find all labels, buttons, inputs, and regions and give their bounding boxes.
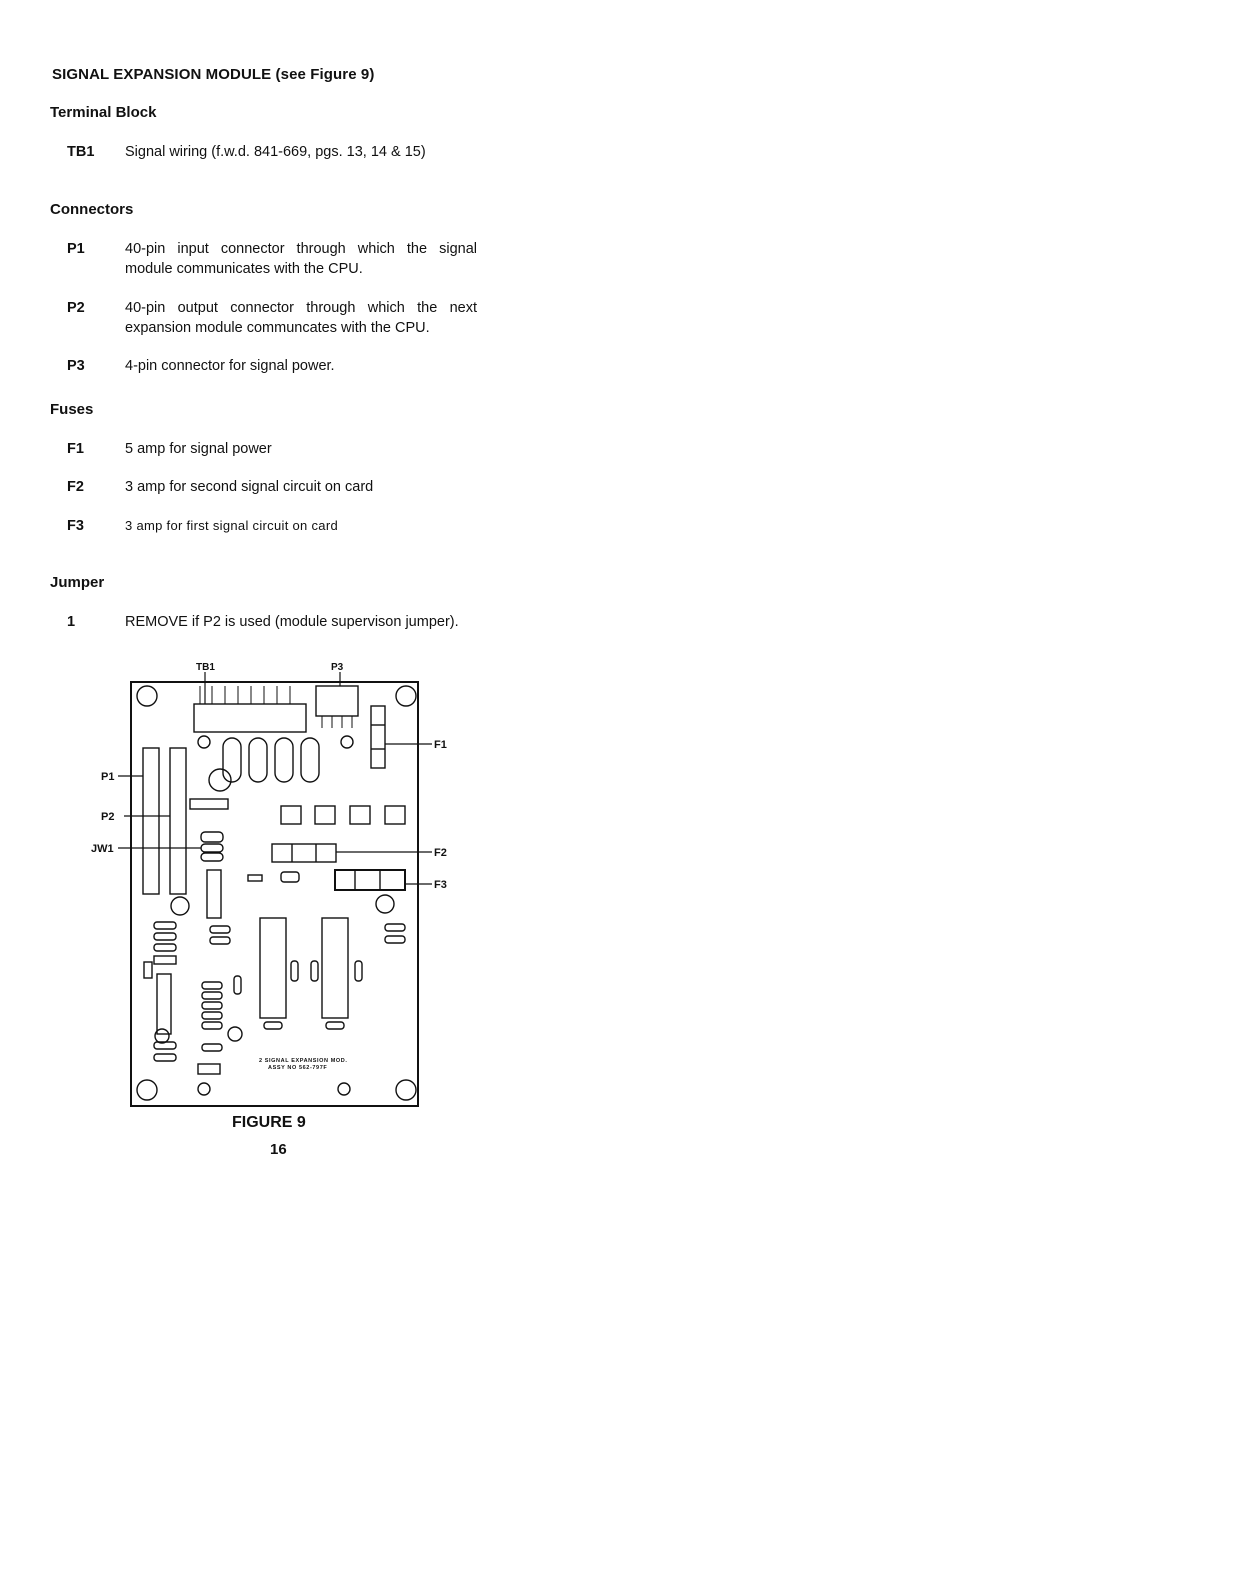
mounting-hole [395,685,417,707]
potentiometer [248,737,268,783]
section-heading-jumper: Jumper [50,574,105,591]
entry-description: 40-pin input connector through which the… [125,241,477,277]
relay [280,805,302,825]
board-assy-line2: ASSY NO 562-797F [268,1065,327,1071]
figure-caption: FIGURE 9 [232,1114,306,1131]
page-number: 16 [270,1141,287,1158]
ic-socket [259,917,287,1019]
mounting-hole [136,685,158,707]
callout-p1: P1 [101,771,114,783]
ic-socket [321,917,349,1019]
connector-p1 [142,747,160,895]
terminal-block-tb1 [193,703,307,733]
potentiometer [300,737,320,783]
connector-p3 [315,685,359,717]
relay [314,805,336,825]
entry-description: 40-pin output connector through which th… [125,300,477,336]
callout-jw1: JW1 [91,843,114,855]
entry-label: P2 [67,300,85,316]
entry-description: 3 amp for second signal circuit on card [125,479,374,495]
jumper-jw1 [200,843,224,853]
entry-label: F2 [67,479,84,495]
entry-description: 3 amp for first signal circuit on card [125,518,338,533]
entry-label: P1 [67,241,85,257]
mounting-hole [136,1079,158,1101]
mounting-hole [395,1079,417,1101]
board-assy-line1: 2 SIGNAL EXPANSION MOD. [259,1058,347,1064]
ic1 [156,973,172,1035]
entry-description: REMOVE if P2 is used (module supervison … [125,614,459,630]
ic2 [206,869,222,919]
callout-p2: P2 [101,811,114,823]
relay [384,805,406,825]
entry-label: TB1 [67,144,95,160]
entry-label: F3 [67,518,84,534]
section-heading-fuses: Fuses [50,401,94,418]
callout-f1: F1 [434,739,447,751]
connector-p2 [169,747,187,895]
board-outline [130,681,419,1107]
entry-description: 5 amp for signal power [125,441,272,457]
fuse-f2 [271,843,337,863]
page-title: SIGNAL EXPANSION MODULE (see Figure 9) [52,66,375,83]
fuse-f3 [334,869,406,891]
section-heading-terminal-block: Terminal Block [50,104,157,121]
potentiometer [274,737,294,783]
board-diagram: TB1 P3 F1 F2 F3 P1 P2 JW1 2 SIGNAL EXPAN… [91,662,447,1107]
callout-f2: F2 [434,847,447,859]
callout-f3: F3 [434,879,447,891]
entry-label: 1 [67,614,76,630]
potentiometer [222,737,242,783]
section-heading-connectors: Connectors [50,201,134,218]
entry-description: Signal wiring (f.w.d. 841-669, pgs. 13, … [125,144,426,160]
entry-description: 4-pin connector for signal power. [125,358,335,374]
entry-label: P3 [67,358,85,374]
callout-tb1: TB1 [196,662,215,673]
callout-p3: P3 [331,662,344,673]
relay [349,805,371,825]
entry-label: F1 [67,441,84,457]
fuse-f1 [370,705,386,769]
